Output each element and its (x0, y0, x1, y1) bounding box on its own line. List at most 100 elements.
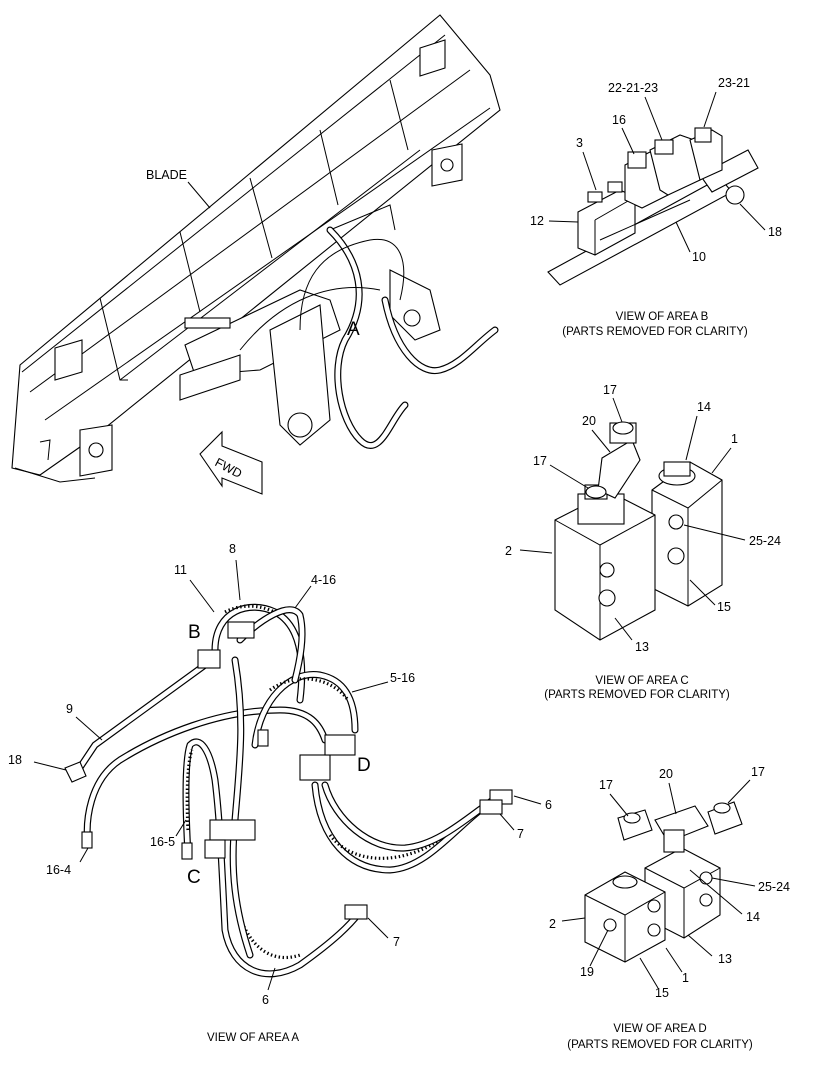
callout-25-24-d: 25-24 (758, 880, 790, 894)
area-b-view: 22-21-23 23-21 16 3 12 18 10 VIEW OF ARE… (530, 76, 782, 338)
leader-17-left-d (609, 793, 629, 817)
callout-18-a: 18 (8, 753, 22, 767)
callout-13-d: 13 (718, 952, 732, 966)
leader-17-right-d (727, 779, 751, 804)
callout-17-right-d: 17 (751, 765, 765, 779)
leader-7-bottom (367, 917, 389, 939)
leader-11 (189, 579, 215, 613)
area-d-marker: D (357, 755, 371, 776)
callout-13-c: 13 (635, 640, 649, 654)
area-c-drawing (554, 421, 723, 641)
area-b-caption-1: VIEW OF AREA B (616, 311, 709, 323)
leader-18-a (33, 761, 67, 771)
callout-14-d: 14 (746, 910, 760, 924)
leader-13-d (687, 934, 713, 957)
leader-16-4 (79, 847, 89, 863)
leader-5-16 (351, 681, 389, 693)
callout-20-d: 20 (659, 767, 673, 781)
area-d-drawing (584, 801, 743, 963)
leader-6-bottom (267, 967, 276, 991)
callout-6-bottom: 6 (262, 993, 269, 1007)
callout-22-21-23: 22-21-23 (608, 81, 658, 95)
leader-13-c (614, 617, 633, 641)
area-a-caption: VIEW OF AREA A (207, 1032, 299, 1044)
area-d-caption-2: (PARTS REMOVED FOR CLARITY) (567, 1039, 753, 1051)
area-a-view: B C D 8 11 4-16 5-16 9 18 16-4 16-5 6 7 … (8, 542, 552, 1044)
callout-15-d: 15 (655, 986, 669, 1000)
callout-14-c: 14 (697, 400, 711, 414)
leader-22-21-23 (644, 96, 663, 141)
callout-12: 12 (530, 214, 544, 228)
callout-1-d: 1 (682, 971, 689, 985)
leader-12 (548, 220, 579, 223)
area-b-caption-2: (PARTS REMOVED FOR CLARITY) (562, 326, 748, 338)
callout-17-mid-c: 17 (533, 454, 547, 468)
leader-25-24-d (711, 877, 756, 887)
leader-2-d (561, 917, 586, 922)
leader-16-b (621, 127, 635, 155)
area-a-marker: A (347, 319, 360, 340)
area-c-caption-2: (PARTS REMOVED FOR CLARITY) (544, 689, 730, 701)
leader-14-c (685, 415, 698, 461)
callout-19-d: 19 (580, 965, 594, 979)
callout-20-c: 20 (582, 414, 596, 428)
callout-9: 9 (66, 702, 73, 716)
fwd-arrow: FWD (199, 430, 263, 495)
area-c-caption-1: VIEW OF AREA C (595, 675, 688, 687)
callout-11: 11 (174, 563, 187, 577)
leader-10 (675, 221, 691, 253)
leader-1-c (711, 447, 732, 474)
area-d-caption-1: VIEW OF AREA D (613, 1023, 706, 1035)
leader-17-mid-c (549, 464, 589, 489)
leader-23-21 (703, 91, 717, 128)
leader-4-16 (294, 585, 312, 609)
main-blade-view: BLADE A FWD (11, 14, 501, 495)
area-b-marker: B (188, 622, 201, 643)
leader-15-d (639, 957, 659, 989)
callout-7-right: 7 (517, 827, 524, 841)
leader-17-top-c (612, 397, 623, 423)
leader-8 (235, 559, 241, 601)
leader-15-c (689, 579, 716, 606)
blade-drawing (11, 14, 501, 483)
leader-2-c (519, 549, 553, 554)
blade-leader (187, 181, 211, 209)
callout-15-c: 15 (717, 600, 731, 614)
blade-label: BLADE (146, 168, 187, 182)
leader-20-c (591, 429, 611, 453)
callout-3: 3 (576, 136, 583, 150)
main-hoses (239, 226, 499, 449)
callout-6-right: 6 (545, 798, 552, 812)
leader-19-d (589, 929, 609, 967)
leader-14-d (689, 869, 743, 915)
leader-16-5 (175, 819, 187, 837)
leader-7-right (499, 813, 515, 831)
callout-2-c: 2 (505, 544, 512, 558)
leader-25-24-c (683, 524, 746, 541)
callout-25-24-c: 25-24 (749, 534, 781, 548)
callout-7-bottom: 7 (393, 935, 400, 949)
leader-20-d (668, 782, 677, 815)
callout-16-5: 16-5 (150, 835, 175, 849)
callout-16-b: 16 (612, 113, 626, 127)
area-a-fittings (64, 621, 513, 920)
leader-6-right (513, 795, 542, 805)
callout-8: 8 (229, 542, 236, 556)
leader-9 (75, 716, 103, 741)
callout-4-16: 4-16 (311, 573, 336, 587)
leader-3 (582, 151, 597, 191)
area-c-view: 17 14 20 1 17 2 25-24 15 13 VIEW OF AREA… (505, 383, 781, 701)
callout-10: 10 (692, 250, 706, 264)
callout-23-21: 23-21 (718, 76, 750, 90)
callout-17-top-c: 17 (603, 383, 617, 397)
callout-1-c: 1 (731, 432, 738, 446)
area-c-marker: C (187, 867, 201, 888)
area-a-hoses (71, 603, 504, 978)
leader-18-b (739, 203, 766, 231)
leader-1-d (665, 947, 683, 973)
callout-5-16: 5-16 (390, 671, 415, 685)
area-b-drawing (547, 127, 759, 286)
callout-17-left-d: 17 (599, 778, 613, 792)
callout-16-4: 16-4 (46, 863, 71, 877)
